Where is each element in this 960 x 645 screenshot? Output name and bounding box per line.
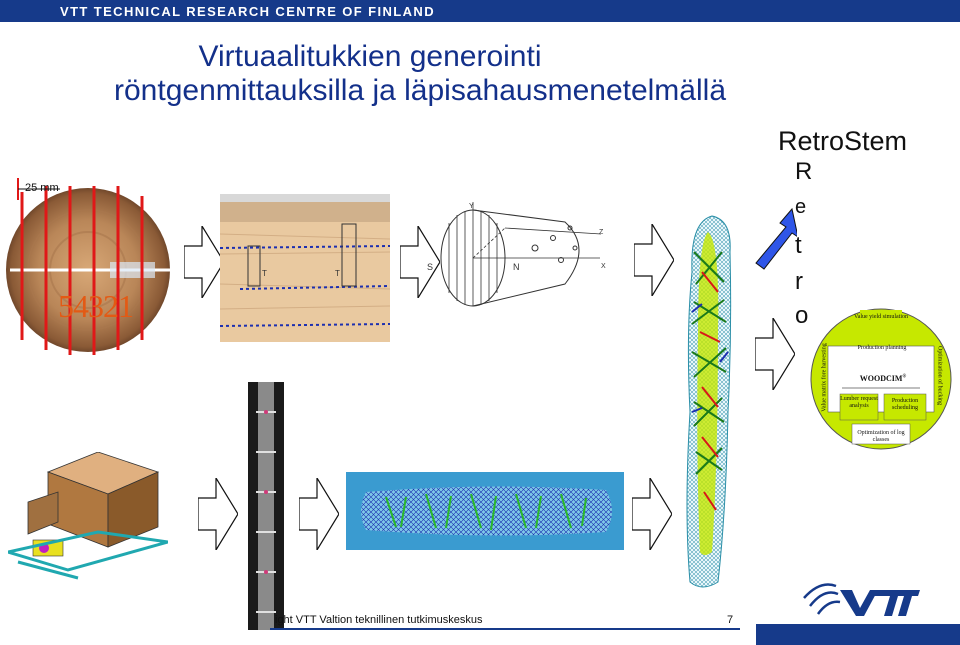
vertical-letter: o	[795, 302, 809, 329]
axis-label-x: X	[601, 263, 606, 270]
woodcim-scheduling-label: Production scheduling	[891, 398, 919, 411]
process-arrow	[632, 478, 672, 550]
slide-title-line1: Virtuaalitukkien generointi	[198, 40, 542, 73]
vertical-letter: t	[795, 232, 802, 259]
woodcim-lumber-label: Lumber request analysis	[840, 396, 878, 409]
header-bar: VTT TECHNICAL RESEARCH CENTRE OF FINLAND	[0, 0, 960, 22]
footer-divider	[270, 628, 740, 630]
woodcim-top-label: Value yield simulation	[854, 314, 908, 320]
log-geometry-diagram: Y Z X S N	[427, 202, 606, 307]
page-number: 7	[727, 614, 734, 626]
woodcim-planning-label: Production planning	[857, 345, 907, 351]
woodcim-center-label: WOODCIM®	[842, 374, 924, 383]
axis-label-s: S	[427, 262, 433, 272]
process-arrow	[198, 478, 238, 550]
vertical-letter: e	[795, 196, 807, 218]
axis-label-z: Z	[599, 229, 604, 236]
process-arrow	[299, 478, 339, 550]
vtt-logo	[803, 583, 920, 616]
woodcim-left-label: Value matrix fore harvesting	[821, 343, 828, 412]
xray-scan-image	[248, 382, 284, 630]
footer-bar	[756, 624, 960, 645]
woodcim-center-text: WOODCIM	[859, 374, 903, 383]
board-label-t2: T	[335, 269, 340, 278]
log-cross-section-image	[6, 178, 170, 355]
woodcim-diagram	[810, 308, 952, 450]
axis-label-n: N	[513, 262, 520, 272]
process-arrow	[755, 318, 795, 390]
vertical-letter: r	[795, 268, 803, 295]
process-arrow	[634, 224, 674, 296]
board-label-t1: T	[262, 269, 267, 278]
process-arrow	[184, 226, 224, 298]
xray-scanner-machine	[8, 452, 168, 580]
log-mesh-model	[361, 486, 612, 536]
retrostem-label: RetroStem	[778, 126, 908, 156]
woodcim-right-label: Optimization of bucking	[936, 346, 943, 405]
blue-pointer-arrow	[755, 207, 797, 270]
footer-copyright: ight VTT Valtion teknillinen tutkimuskes…	[275, 614, 483, 626]
woodcim-reg-mark: ®	[902, 374, 907, 380]
stem-3d-model	[686, 215, 732, 588]
slide-title-line2: röntgenmittauksilla ja läpisahausmenetel…	[114, 74, 726, 107]
process-arrow	[400, 226, 440, 298]
axis-label-y: Y	[469, 203, 474, 210]
board-scan-image: T T	[220, 194, 390, 342]
log-section-numbers: 54321	[58, 288, 134, 324]
org-name: VTT TECHNICAL RESEARCH CENTRE OF FINLAND	[60, 4, 435, 19]
vertical-letter: R	[795, 158, 813, 185]
scale-label: 25 mm	[25, 182, 59, 194]
woodcim-bottom-label: Optimization of log classes	[857, 430, 905, 443]
